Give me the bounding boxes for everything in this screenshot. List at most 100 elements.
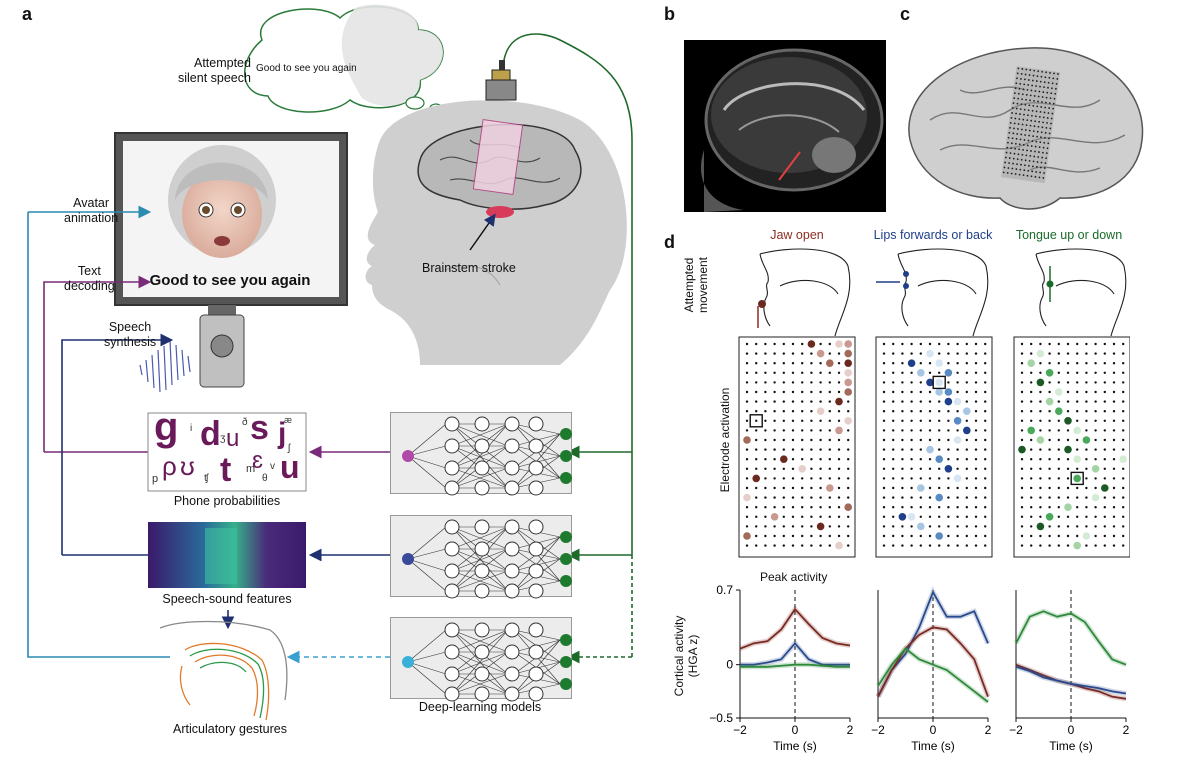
electrode-dot xyxy=(1007,136,1010,139)
electrode-dot xyxy=(1047,142,1050,145)
electrode-dot xyxy=(947,534,950,538)
electrode-dot xyxy=(1103,390,1106,394)
series-line xyxy=(740,663,850,668)
electrode-dot xyxy=(755,400,758,403)
electrode-dot xyxy=(1048,419,1051,422)
electrode-dot xyxy=(801,419,804,422)
electrode-dot xyxy=(1103,429,1106,432)
electrode-active xyxy=(953,474,962,483)
electrode-dot xyxy=(910,544,913,547)
electrode-dot xyxy=(1122,448,1125,451)
electrode-dot xyxy=(810,515,813,518)
speech-sound-caption: Speech-sound features xyxy=(162,592,292,606)
electrode-grid xyxy=(1018,342,1127,550)
electrode-dot xyxy=(1020,410,1024,413)
electrode-dot xyxy=(819,486,822,490)
nn-hidden-node xyxy=(528,583,544,599)
electrode-dot xyxy=(791,486,795,490)
panel-a-diagram xyxy=(27,4,633,721)
electrode-dot xyxy=(1019,82,1022,85)
x-tick-label: −2 xyxy=(733,723,747,737)
electrode-dot xyxy=(928,496,932,499)
electrode-dot xyxy=(1020,419,1024,422)
electrode-dot xyxy=(791,496,795,499)
electrode-dot xyxy=(1085,467,1088,470)
electrode-dot xyxy=(1122,381,1125,384)
electrode-dot xyxy=(1020,506,1024,509)
electrode-dot xyxy=(1039,80,1042,83)
electrode-dot xyxy=(773,525,776,528)
nn-hidden-node xyxy=(474,583,490,599)
electrode-dot xyxy=(1035,110,1038,113)
electrode-dot xyxy=(1015,112,1017,115)
electrode-dot xyxy=(1042,177,1045,179)
electrode-dot xyxy=(1027,114,1029,117)
electrode-dot xyxy=(1052,107,1055,110)
electrode-dot xyxy=(810,496,813,499)
electrode-dot xyxy=(892,381,895,384)
electrode-dot xyxy=(773,410,776,413)
electrode-dot xyxy=(974,419,978,422)
x-tick-label: 0 xyxy=(792,723,799,737)
electrode-dot xyxy=(1057,381,1060,384)
nn-hidden-node xyxy=(444,644,460,660)
electrode-dot xyxy=(984,506,987,509)
electrode-dot xyxy=(901,506,904,509)
electrode-dot xyxy=(847,515,850,518)
nn-hidden-node xyxy=(474,622,490,638)
electrode-dot xyxy=(938,467,941,470)
electrode-dot xyxy=(764,400,767,403)
electrode-dot xyxy=(984,525,987,528)
electrode-dot xyxy=(892,352,895,355)
electrode-dot xyxy=(837,534,841,538)
electrode-dot xyxy=(919,515,922,518)
electrode-grid xyxy=(743,340,852,550)
electrode-dot xyxy=(956,371,959,374)
electrode-dot xyxy=(837,525,841,528)
electrode-dot xyxy=(1066,525,1070,528)
electrode-dot xyxy=(1030,544,1033,547)
electrode-active xyxy=(844,369,852,377)
nn-hidden-node xyxy=(504,622,520,638)
electrode-dot xyxy=(892,525,895,528)
electrode-active xyxy=(944,369,953,377)
electrode-dot xyxy=(828,477,831,480)
electrode-dot xyxy=(1036,75,1039,78)
electrode-dot xyxy=(1036,105,1039,108)
electrode-dot xyxy=(1016,132,1019,135)
electrode-dot xyxy=(1027,169,1030,172)
electrode-dot xyxy=(1057,534,1060,538)
electrode-dot xyxy=(1027,139,1030,142)
electrode-active xyxy=(816,349,825,358)
electrode-dot xyxy=(974,429,978,432)
electrode-dot xyxy=(965,419,968,422)
electrode-dot xyxy=(801,429,804,432)
electrode-active xyxy=(917,522,925,531)
electrode-dot xyxy=(1057,400,1060,403)
electrode-dot xyxy=(1112,419,1116,422)
electrode-dot xyxy=(1041,96,1044,98)
electrode-dot xyxy=(764,342,767,346)
electrode-dot xyxy=(901,486,904,490)
electrode-dot xyxy=(1014,147,1017,150)
electrode-dot xyxy=(1039,477,1042,480)
electrode-dot xyxy=(1112,448,1116,451)
electrode-dot xyxy=(1034,150,1036,153)
electrode-dot xyxy=(882,362,886,365)
electrode-dot xyxy=(1031,165,1034,168)
electrode-dot xyxy=(984,371,987,374)
electrode-dot xyxy=(882,525,886,528)
electrode-dot xyxy=(819,381,822,384)
electrode-dot xyxy=(928,534,932,538)
x-tick-label: 0 xyxy=(930,723,937,737)
electrode-dot xyxy=(1057,477,1060,480)
electrode-dot xyxy=(1094,506,1097,509)
electrode-dot xyxy=(1103,506,1106,509)
electrode-dot xyxy=(1034,115,1037,118)
electrode-dot xyxy=(984,438,987,442)
electrode-dot xyxy=(984,400,987,403)
electrode-active xyxy=(826,484,834,492)
electrode-dot xyxy=(1103,371,1106,374)
electrode-dot xyxy=(910,381,913,384)
electrode-dot xyxy=(782,400,785,403)
